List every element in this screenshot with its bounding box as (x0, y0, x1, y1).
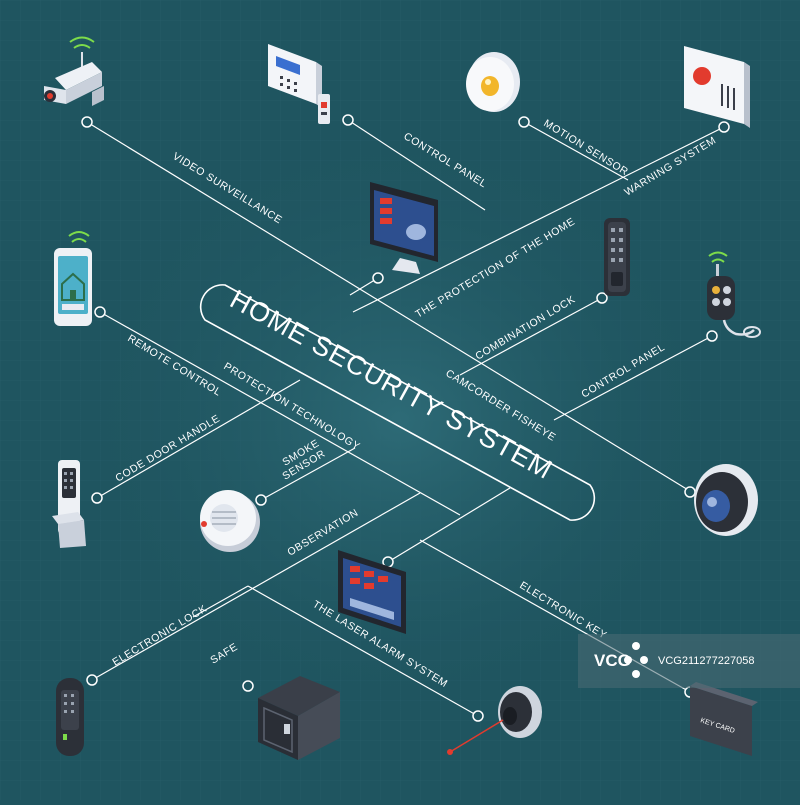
smartphone-icon (54, 231, 92, 326)
line-observation (387, 487, 511, 563)
combination-lock-icon (604, 218, 630, 296)
line-combination-lock (459, 297, 603, 376)
key-fob-icon (707, 251, 761, 338)
motion-sensor-icon (466, 52, 520, 112)
line-motion-sensor (523, 121, 629, 181)
line-electronic-lock (91, 492, 421, 681)
alarm-panel-icon (268, 44, 330, 124)
security-camera-icon (44, 36, 104, 106)
watermark-id: VCG211277227058 (658, 655, 754, 667)
line-control-panel-top (347, 119, 486, 211)
fisheye-camera-icon (694, 464, 758, 536)
line-video-surveillance (86, 121, 699, 497)
line-control-panel-right (553, 335, 713, 421)
line-laser-alarm (247, 585, 479, 717)
electronic-lock-icon (56, 678, 84, 756)
background-glow (70, 120, 730, 720)
dot-smoke-sensor (255, 494, 267, 506)
laser-sensor-icon (447, 686, 542, 755)
dot-warning-system (718, 121, 730, 133)
dot-code-door-handle (91, 492, 103, 504)
code-door-handle-icon (52, 460, 86, 548)
dot-remote-control (94, 306, 106, 318)
line-safe-branch (192, 585, 249, 618)
warning-alarm-icon (684, 46, 750, 128)
title-frame (199, 284, 596, 521)
safe-icon (258, 676, 340, 760)
dot-laser-alarm (472, 710, 484, 722)
dot-motion-sensor (518, 116, 530, 128)
monitor-icon (370, 182, 438, 274)
line-warning-system (352, 126, 725, 313)
dot-fisheye-camera (684, 486, 696, 498)
dot-safe (242, 680, 254, 692)
dot-control-panel-top (342, 114, 354, 126)
smoke-sensor-icon (200, 490, 260, 552)
line-code-door-handle (96, 379, 301, 499)
dot-key-fob (706, 330, 718, 342)
line-remote-control (99, 311, 461, 516)
dot-monitor (372, 272, 384, 284)
dot-electronic-lock (86, 674, 98, 686)
dot-combination-lock (596, 292, 608, 304)
watermark: VCG VCG211277227058 (578, 634, 800, 688)
tablet-icon (338, 550, 406, 634)
line-smoke-sensor (260, 447, 356, 501)
dot-video-surveillance (81, 116, 93, 128)
watermark-logo: VCG (594, 651, 631, 670)
